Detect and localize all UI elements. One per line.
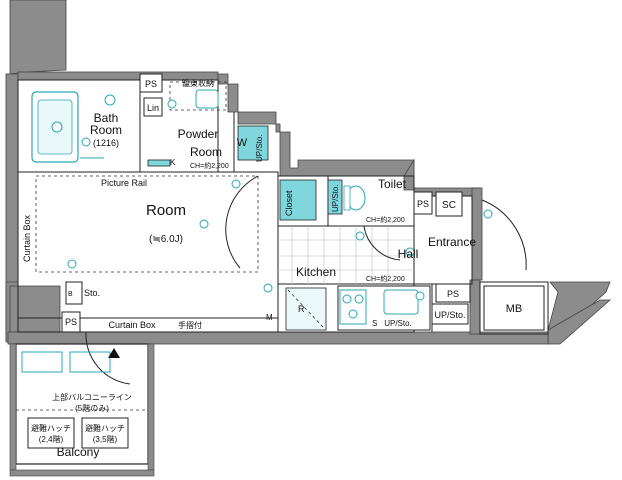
toilet-label: Toilet xyxy=(378,177,407,191)
ch-kitchen: CH=約2,200 xyxy=(366,274,405,283)
hatch1-label-1: 避難ハッチ xyxy=(31,423,71,433)
hatch2-label-1: 避難ハッチ xyxy=(85,423,125,433)
bath-light xyxy=(104,94,116,106)
ps-left-box xyxy=(61,311,81,333)
room-label: Room xyxy=(146,202,186,219)
mb-label: MB xyxy=(506,303,523,315)
hall-door-swing xyxy=(363,225,401,261)
ps-right-bottom xyxy=(435,283,471,303)
structural-walls xyxy=(5,0,612,345)
upper-balcony-label-2: (5階のみ) xyxy=(75,403,109,413)
b-label: B xyxy=(68,291,73,298)
electrical-symbols xyxy=(67,99,493,301)
room-size: (≒6.0J) xyxy=(149,234,183,245)
picture-rail-label: Picture Rail xyxy=(101,178,147,188)
ch-powder: CH=約2,200 xyxy=(190,161,229,170)
hall-label: Hall xyxy=(398,247,419,261)
balcony-door-swing xyxy=(85,331,131,385)
curtain-box-h-label: Curtain Box xyxy=(108,320,156,330)
kitchen-label: Kitchen xyxy=(296,265,336,279)
curtain-box-v-label: Curtain Box xyxy=(22,214,32,262)
ps-top-box xyxy=(139,73,163,93)
entry-arrow-icon xyxy=(108,348,120,358)
closet-label: Closet xyxy=(284,190,294,216)
up-sto-label-3: UP/Sto. xyxy=(384,319,412,328)
toilet-tank xyxy=(343,185,351,211)
room-door-swing xyxy=(225,175,259,269)
r-label: R xyxy=(298,304,305,314)
upper-balcony-label-1: 上部バルコニーライン xyxy=(52,392,132,402)
powder-label-2: Room xyxy=(190,145,222,159)
hatch2-label-2: (3,5階) xyxy=(93,434,118,444)
balcony xyxy=(9,343,155,477)
entrance-label: Entrance xyxy=(428,235,476,249)
fridge-diagonal xyxy=(287,289,325,329)
ps-right2-label: PS xyxy=(447,289,459,299)
s-label: S xyxy=(372,319,377,328)
ps-right-top xyxy=(413,191,433,215)
picture-rail-line xyxy=(35,175,259,273)
up-sto-box-right xyxy=(431,303,469,325)
powder-label-1: Powder xyxy=(178,127,219,141)
up-sto-label-1: UP/Sto. xyxy=(255,134,264,162)
handrail-label: 手摺付 xyxy=(178,320,202,330)
lin-box xyxy=(143,97,163,117)
entrance-door-swing xyxy=(481,199,527,271)
sto-label: Sto. xyxy=(84,288,100,298)
powder-floor-mark xyxy=(147,159,171,167)
w-label: W xyxy=(237,137,248,149)
ps-top-label: PS xyxy=(145,79,157,89)
ps-right1-label: PS xyxy=(417,199,429,209)
ps-left-label: PS xyxy=(65,317,77,327)
bath-size: (1216) xyxy=(93,138,119,148)
up-sto-label-4: UP/Sto. xyxy=(434,310,465,320)
washer-pan xyxy=(237,125,269,161)
bathtub xyxy=(31,91,79,163)
closet-block xyxy=(279,179,317,221)
lin-label: Lin xyxy=(147,103,159,113)
up-sto-label-2: UP/Sto. xyxy=(331,184,340,212)
sc-label: SC xyxy=(442,200,456,211)
bath-label-1: Bath xyxy=(94,111,119,125)
ch-toilet: CH=約2,200 xyxy=(366,215,405,224)
shoe-closet xyxy=(435,191,463,217)
bath-label-2: Room xyxy=(90,123,122,137)
m-label: M xyxy=(266,313,273,322)
sto-box xyxy=(65,281,83,305)
hatch1-label-2: (2,4階) xyxy=(39,434,64,444)
toilet-storage xyxy=(327,179,343,215)
mb-box xyxy=(483,285,545,331)
k-label: K xyxy=(170,158,176,167)
washbasin xyxy=(195,89,219,109)
balcony-label: Balcony xyxy=(57,445,100,459)
attic-storage-label: 籠東収納 xyxy=(182,78,214,88)
kitchen-counter xyxy=(337,285,431,331)
